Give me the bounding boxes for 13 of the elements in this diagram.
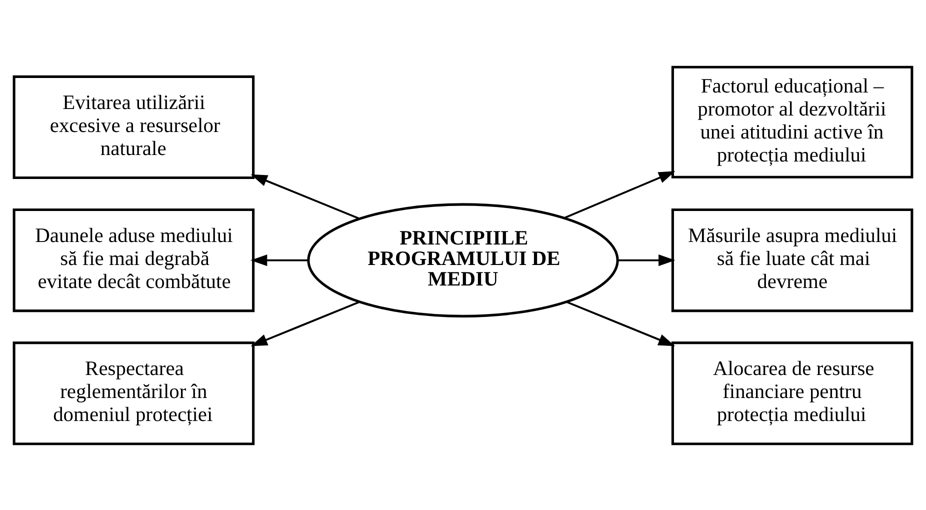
- node-box: Respectarea reglementărilor în domeniul protecției: [12, 341, 255, 445]
- arrow: [618, 254, 676, 266]
- node-ellipse: PRINCIPIILE PROGRAMULUI DE MEDIU: [307, 202, 619, 317]
- arrow: [566, 300, 676, 346]
- arrow: [564, 170, 676, 218]
- node-box: Măsurile asupra mediului să fie luate cât mai devreme: [671, 208, 914, 312]
- node-box: Factorul educațional – promotor al dezvoltării unei atitudini active în protecția mediului: [671, 65, 914, 178]
- arrow: [250, 254, 308, 266]
- node-box: Daunele aduse mediului să fie mai degrabă evitate decât combătute: [12, 208, 255, 312]
- arrow: [250, 300, 360, 346]
- node-box: Alocarea de resurse financiare pentru protecția mediului: [671, 341, 914, 445]
- arrow: [250, 174, 360, 219]
- node-box: Evitarea utilizării excesive a resurselor naturale: [12, 74, 255, 179]
